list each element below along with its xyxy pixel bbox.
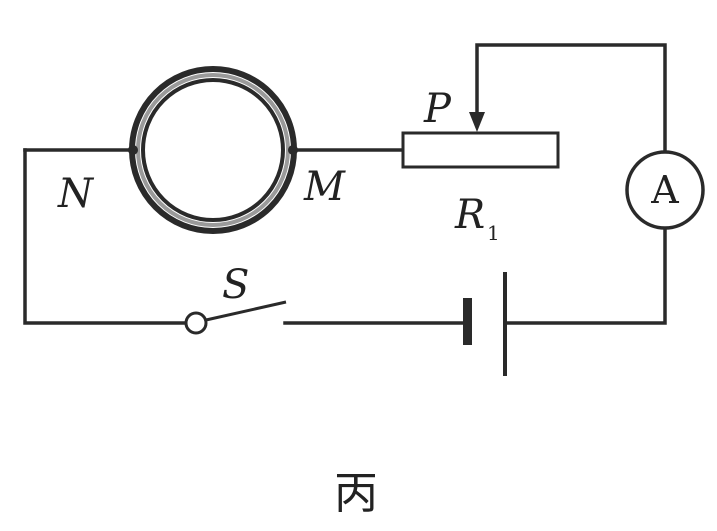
label-p: P [423,86,452,132]
switch-pivot [184,311,208,335]
figure-caption: 丙 [334,468,378,519]
battery-positive-plate [503,272,507,376]
switch-lever [205,300,287,322]
label-r: R [454,192,485,238]
label-s: S [222,262,249,308]
ammeter-icon [625,150,705,230]
rheostat-body [401,131,560,169]
left-wire [23,148,198,325]
right-bottom-wire [503,226,667,325]
slider-wire [475,43,667,154]
battery-negative-plate [463,298,472,345]
node-m-dot [288,145,298,155]
slider-arrow-icon [469,112,485,132]
label-r-subscript: 1 [487,221,500,245]
label-n: N [57,171,95,217]
ammeter-label: A [650,168,679,212]
node-n-dot [128,145,138,155]
label-m: M [303,164,346,210]
ring-conductor [129,66,297,234]
